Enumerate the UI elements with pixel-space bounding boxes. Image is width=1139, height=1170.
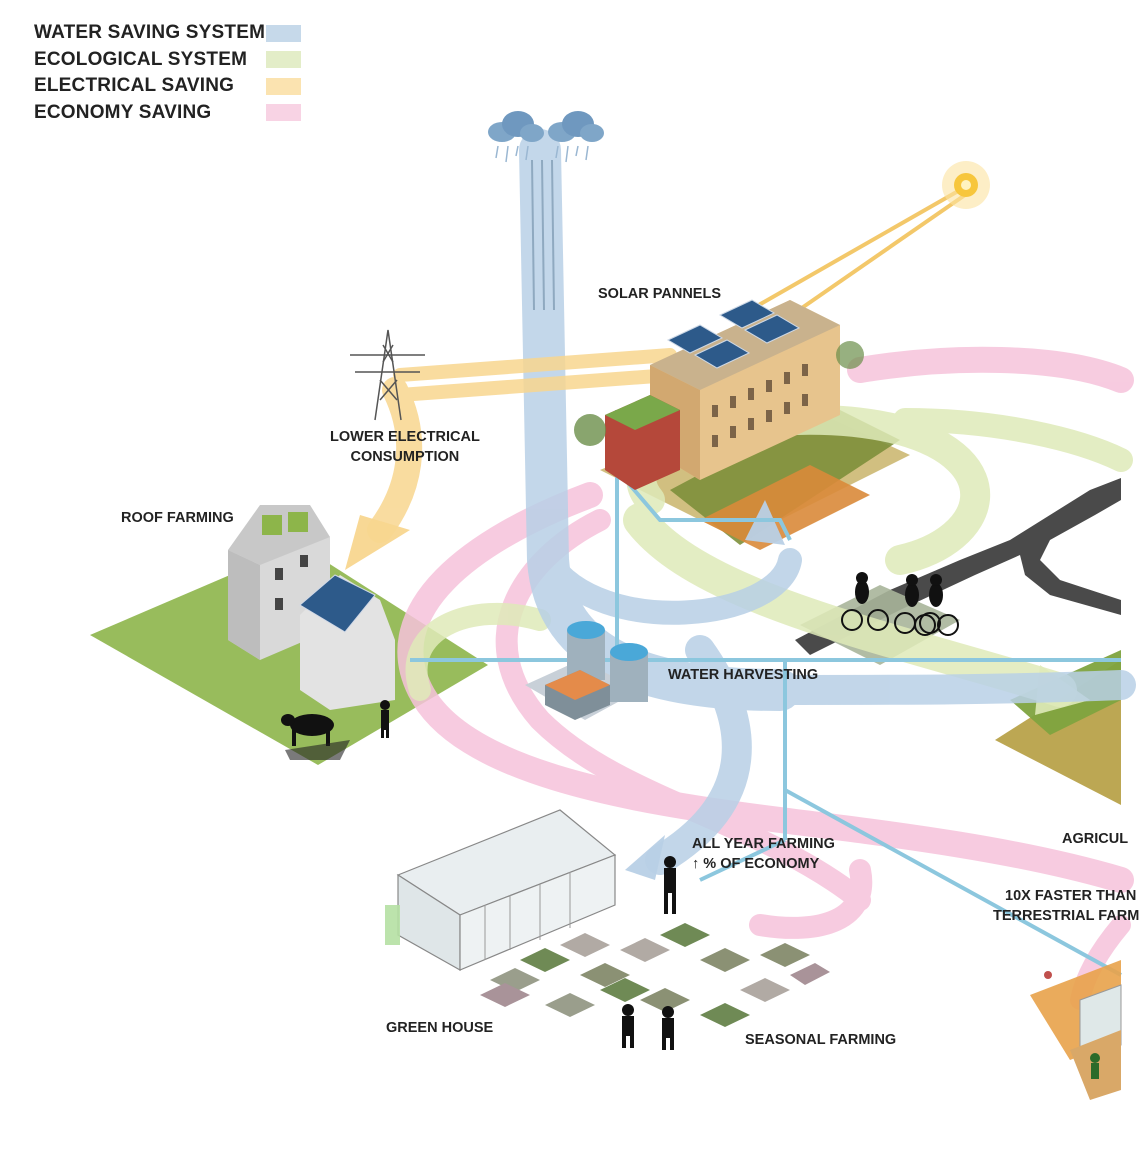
farmer-icon — [622, 1004, 634, 1048]
pylon-icon — [350, 329, 425, 421]
water-pipes — [410, 410, 1122, 977]
legend-label: ELECTRICAL SAVING — [34, 75, 235, 97]
label-agriculture: AGRICUL — [1062, 831, 1129, 847]
sun-ray-1 — [749, 188, 961, 312]
label-seasonal-farming: SEASONAL FARMING — [745, 1032, 897, 1048]
label-line: 10X FASTER THAN — [1005, 888, 1137, 904]
shadow — [285, 740, 350, 760]
water-arrowhead — [625, 835, 665, 880]
label-lower-electrical: LOWER ELECTRICAL CONSUMPTION — [330, 427, 480, 467]
label-line: ALL YEAR FARMING — [692, 836, 835, 852]
legend: WATER SAVING SYSTEM ECOLOGICAL SYSTEM EL… — [34, 20, 301, 126]
legend-item-ecological: ECOLOGICAL SYSTEM — [34, 47, 301, 74]
rain-stream-2 — [541, 159, 545, 311]
water-arrowhead-up — [745, 500, 785, 545]
farmer-icon — [664, 856, 676, 914]
farmer-icon — [380, 700, 390, 738]
sun-icon — [942, 161, 990, 209]
legend-swatch — [266, 24, 301, 42]
farmer-icon — [662, 1006, 674, 1050]
electrical-flows — [367, 348, 677, 543]
label-line: LOWER ELECTRICAL — [330, 429, 480, 445]
rain-stream-3 — [551, 159, 555, 311]
legend-item-economy: ECONOMY SAVING — [34, 100, 301, 127]
label-roof-farming: ROOF FARMING — [121, 510, 234, 526]
label-solar-panels: SOLAR PANNELS — [598, 286, 721, 302]
cloud-icon — [488, 111, 544, 163]
legend-item-water: WATER SAVING SYSTEM — [34, 20, 301, 47]
legend-swatch — [266, 77, 301, 95]
solar-building — [574, 299, 864, 490]
cow-icon — [281, 714, 334, 746]
seasonal-farming-tiles — [480, 923, 830, 1027]
legend-label: ECOLOGICAL SYSTEM — [34, 48, 248, 70]
label-line: TERRESTRIAL FARM — [993, 908, 1139, 924]
legend-swatch — [266, 51, 301, 69]
label-green-house: GREEN HOUSE — [386, 1020, 494, 1036]
crop-field-orange — [700, 465, 870, 550]
legend-item-electrical: ELECTRICAL SAVING — [34, 73, 301, 100]
cloud-icon — [548, 111, 604, 163]
legend-label: WATER SAVING SYSTEM — [34, 22, 266, 44]
water-tanks — [525, 621, 648, 720]
label-water-harvesting: WATER HARVESTING — [668, 667, 819, 683]
electrical-arrowhead — [345, 515, 410, 570]
rain-stream-1 — [531, 159, 535, 311]
legend-label: ECONOMY SAVING — [34, 101, 212, 123]
label-line: ↑ % OF ECONOMY — [692, 856, 820, 872]
green-house — [385, 809, 617, 972]
vertical-farm — [1030, 960, 1122, 1100]
label-all-year-farming: ALL YEAR FARMING ↑ % OF ECONOMY — [692, 834, 835, 874]
label-faster-farming: 10X FASTER THAN TERRESTRIAL FARM — [993, 886, 1139, 926]
cyclists-icon — [841, 572, 959, 636]
legend-swatch — [266, 104, 301, 122]
roof-farming-house — [228, 505, 395, 710]
label-line: CONSUMPTION — [350, 449, 460, 465]
